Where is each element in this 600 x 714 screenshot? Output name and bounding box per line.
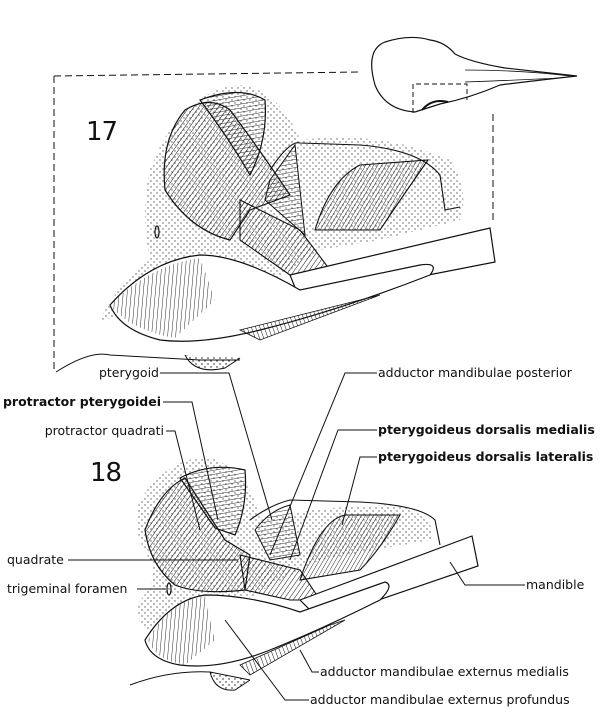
label-mandible: mandible	[526, 577, 585, 592]
label-protractor-pterygoidei: protractor pterygoidei	[2, 394, 161, 409]
label-quadrate: quadrate	[7, 552, 64, 567]
label-adductor-mandibulae-externus-profundus: adductor mandibulae externus profundus	[310, 692, 570, 707]
label-adductor-mandibulae-externus-medialis: adductor mandibulae externus medialis	[320, 664, 569, 679]
label-protractor-quadrati: protractor quadrati	[44, 423, 164, 438]
label-trigeminal-foramen: trigeminal foramen	[7, 581, 128, 596]
figure-number-18: 18	[90, 458, 122, 488]
label-pterygoideus-dorsalis-lateralis: pterygoideus dorsalis lateralis	[378, 449, 594, 464]
figure-number-17: 17	[86, 117, 118, 147]
figure-18-drawing	[129, 457, 479, 691]
leader-lines	[68, 372, 525, 701]
skull-inset-drawing	[371, 36, 578, 113]
label-adductor-mandibulae-posterior: adductor mandibulae posterior	[378, 365, 572, 380]
label-pterygoideus-dorsalis-medialis: pterygoideus dorsalis medialis	[378, 422, 595, 437]
label-pterygoid: pterygoid	[98, 365, 159, 380]
figure-17-drawing	[53, 71, 496, 373]
